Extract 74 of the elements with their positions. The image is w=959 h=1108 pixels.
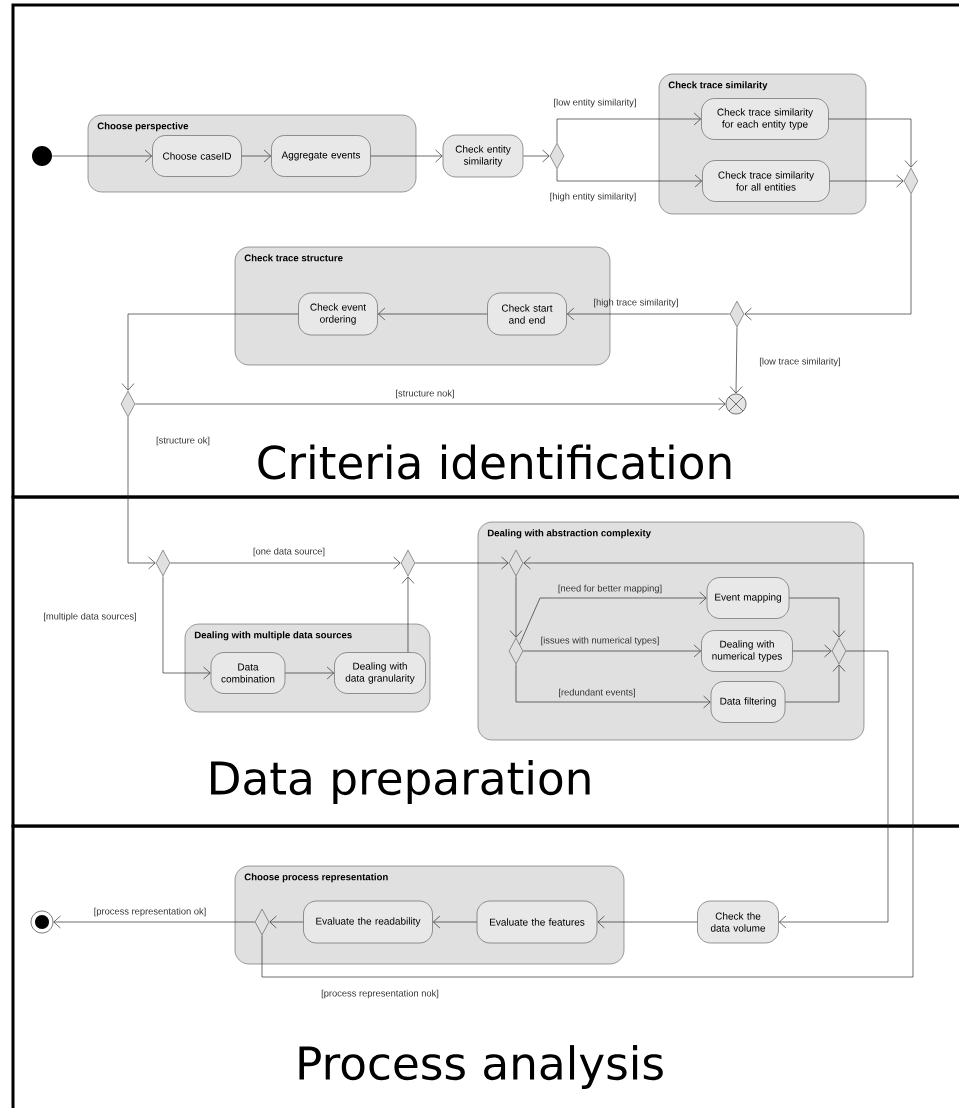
arrow (284, 666, 335, 680)
action-box: Data filtering (710, 681, 786, 723)
arrow (522, 149, 550, 163)
decision-diamond (831, 637, 847, 665)
arrow (241, 149, 272, 163)
action-box: Aggregate events (271, 135, 371, 177)
decision-diamond (508, 549, 524, 577)
arrow (566, 307, 731, 321)
edge-label: [issues with numerical types] (541, 636, 659, 646)
arrow (432, 915, 478, 929)
arrow (162, 575, 211, 680)
end-circle (30, 910, 54, 934)
action-box: Check event ordering (298, 292, 378, 336)
edge-label: [one data source] (253, 547, 325, 557)
edge-label: [low trace similarity] (759, 357, 840, 367)
action-box: Check start and end (487, 292, 567, 336)
edge-label: [redundant events] (559, 688, 635, 698)
action-box: Check the data volume (697, 900, 779, 944)
decision-diamond (729, 300, 745, 328)
arrow (377, 307, 488, 321)
arrow (744, 193, 912, 321)
arrow (51, 149, 153, 163)
edge-label: [need for better mapping] (558, 584, 662, 594)
edge-label: [process representation ok] (94, 907, 206, 917)
decision-diamond (400, 549, 416, 577)
arrow (370, 149, 443, 163)
arrow (828, 118, 918, 168)
arrow (522, 644, 702, 658)
edge-label: [process representation nok] (321, 989, 439, 999)
arrow (829, 174, 904, 188)
action-box: Evaluate the features (476, 900, 598, 944)
action-box: Event mapping (706, 577, 790, 619)
arrow (414, 556, 509, 570)
action-box: Choose caseID (152, 135, 242, 177)
edge-label: [high entity similarity] (550, 192, 636, 202)
arrow (778, 650, 889, 929)
action-box: Dealing with data granularity (334, 652, 426, 694)
decision-diamond (155, 549, 171, 577)
decision-diamond (120, 390, 136, 418)
arrow (597, 915, 698, 929)
arrow (519, 591, 707, 645)
decision-diamond (549, 142, 565, 170)
arrow (269, 915, 304, 929)
start-dot (32, 146, 52, 166)
action-box: Dealing with numerical types (701, 630, 793, 672)
arrow (729, 326, 743, 394)
edge-label: [multiple data sources] (44, 612, 136, 622)
arrow (127, 416, 156, 570)
arrow (401, 576, 415, 653)
decision-diamond (254, 908, 270, 936)
arrow (556, 112, 702, 144)
flow-final-circle (725, 393, 747, 415)
arrow (134, 397, 726, 411)
decision-diamond (508, 637, 524, 665)
arrow (53, 915, 256, 929)
arrow (121, 313, 299, 391)
decision-diamond (903, 167, 919, 195)
edge-label: [low entity similarity] (554, 98, 636, 108)
arrow (515, 663, 711, 709)
action-box: Check trace similarity for all entities (702, 160, 830, 202)
action-box: Check entity similarity (442, 134, 524, 178)
arrow (788, 597, 846, 638)
action-box: Data combination (210, 652, 286, 694)
arrow (509, 575, 523, 638)
edge-label: [structure nok] (396, 389, 454, 399)
arrow (792, 644, 832, 658)
edge-label: [high trace similarity] (594, 298, 678, 308)
edge-label: [structure ok] (156, 436, 210, 446)
arrow (261, 556, 914, 978)
action-box: Evaluate the readability (303, 900, 433, 944)
arrow (169, 556, 401, 570)
action-box: Check trace similarity for each entity type (701, 98, 829, 140)
arrow (556, 168, 703, 188)
arrow (784, 664, 846, 703)
